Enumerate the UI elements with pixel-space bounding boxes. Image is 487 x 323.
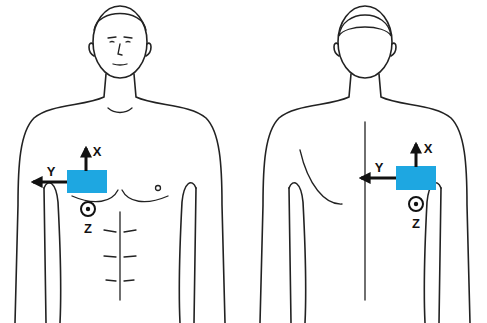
sensor-box	[67, 170, 107, 193]
axis-arrow	[33, 181, 67, 184]
axis-label: Z	[411, 217, 421, 230]
axis-arrow	[85, 148, 88, 171]
axis-out-symbol	[81, 202, 95, 216]
axis-out-symbol	[409, 197, 423, 211]
axis-label: Z	[83, 222, 93, 235]
axis-label: Y	[374, 161, 385, 174]
axis-label: X	[92, 145, 103, 158]
axis-label: X	[423, 142, 434, 155]
axis-arrow	[415, 144, 418, 167]
axis-label: Y	[46, 165, 57, 178]
axis-arrow	[361, 177, 396, 180]
sensor-box	[396, 166, 436, 190]
